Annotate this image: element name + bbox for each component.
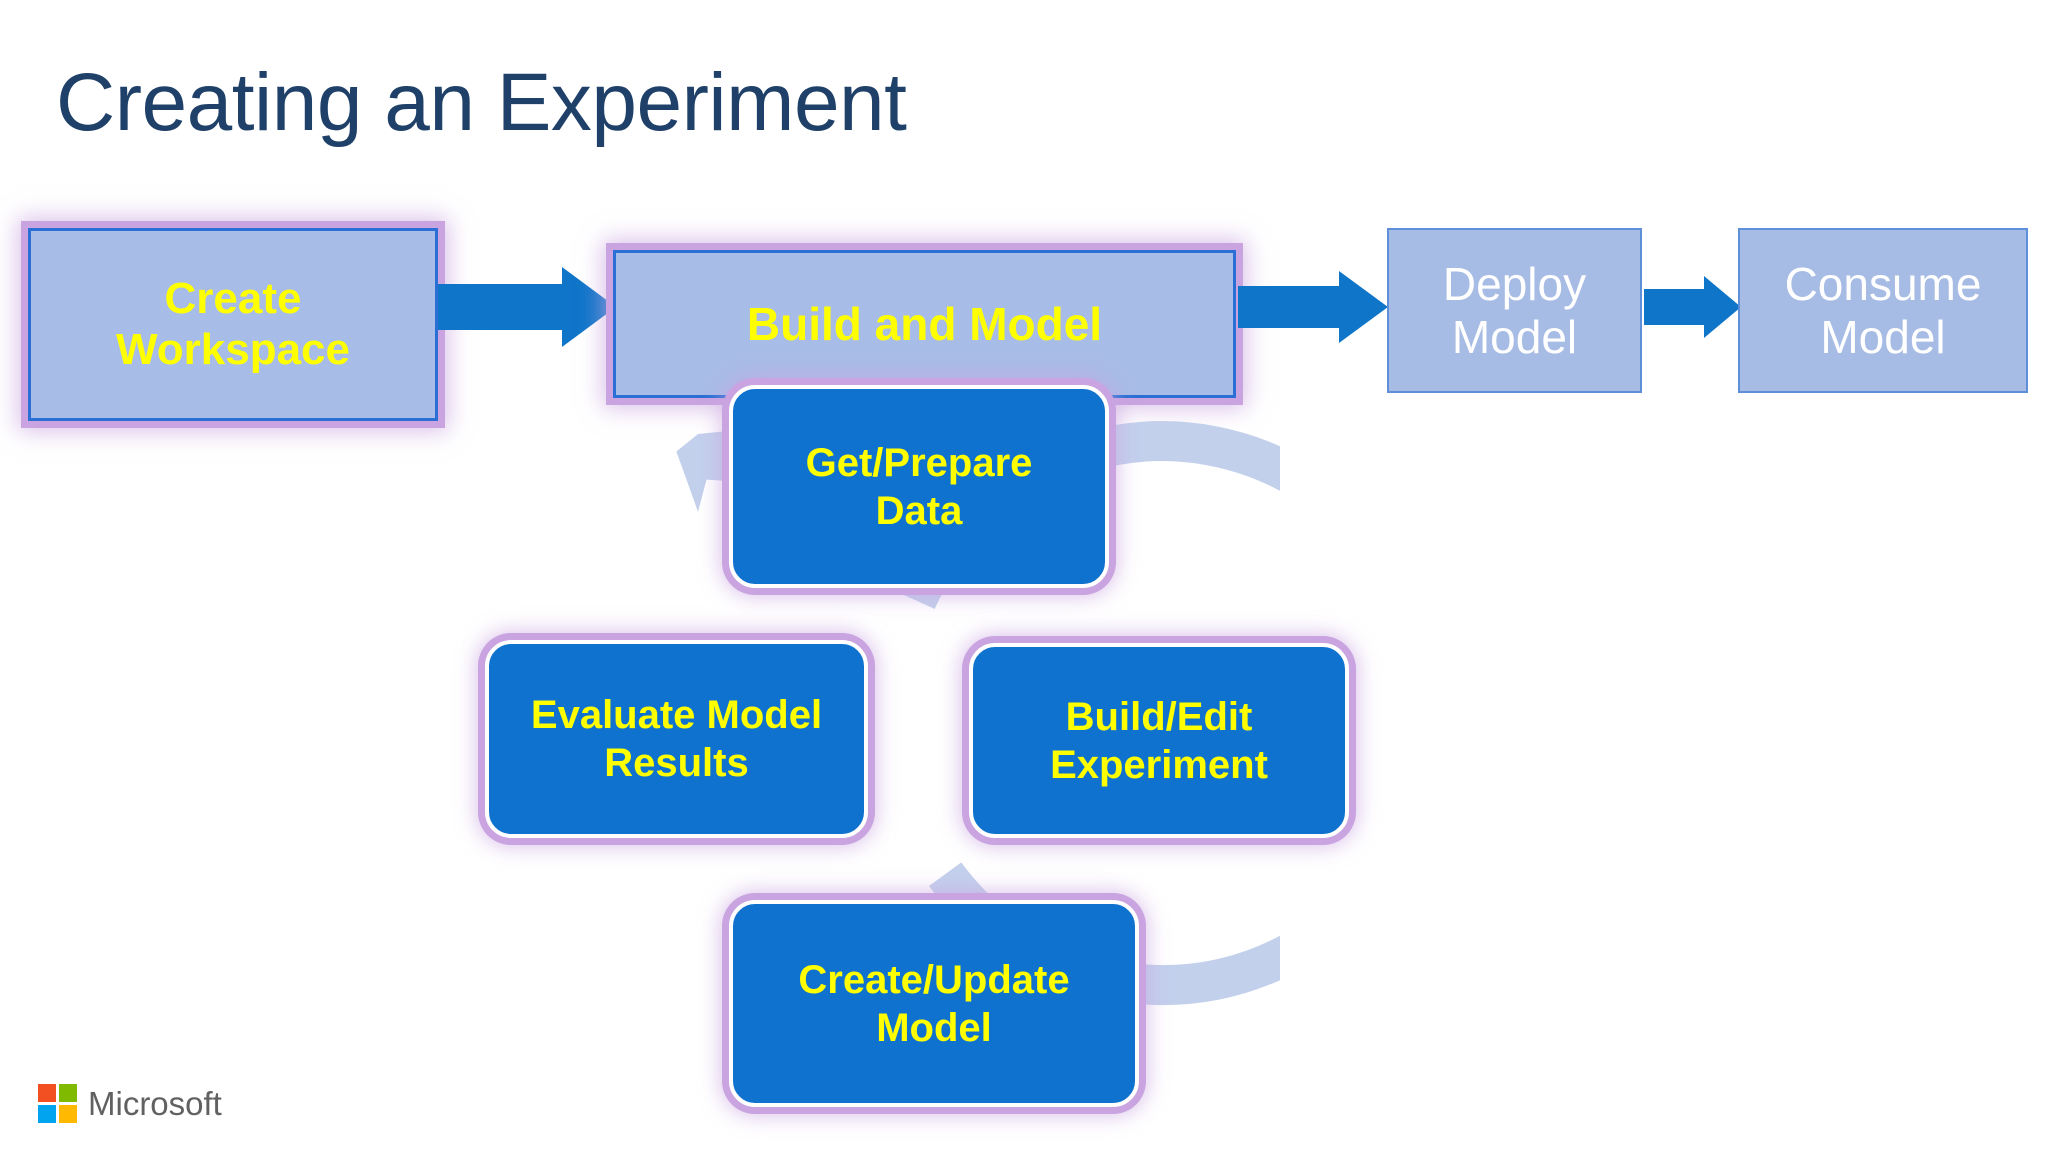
microsoft-logo-squares — [38, 1084, 77, 1123]
red-square — [38, 1084, 56, 1102]
flow-box-create-workspace-line1: Create — [164, 274, 302, 324]
microsoft-wordmark: Microsoft — [88, 1085, 222, 1122]
cycle-box-create-update-model-line2: Model — [876, 1005, 992, 1050]
flow-box-build-and-model-line1: Build and Model — [746, 297, 1103, 350]
arrow-head — [562, 267, 616, 347]
arrow-shaft — [1644, 289, 1707, 325]
flow-box-consume-model[interactable]: Consume Model — [1738, 228, 2028, 393]
arrow-shaft — [1238, 286, 1342, 328]
cycle-box-build-edit-experiment-line1: Build/Edit — [1065, 694, 1253, 739]
cycle-box-get-prepare-data-line1: Get/Prepare — [805, 440, 1033, 485]
microsoft-logo-icon: Microsoft — [38, 1084, 222, 1123]
cycle-box-build-edit-experiment[interactable]: Build/Edit Experiment — [969, 643, 1349, 838]
flow-box-create-workspace-line2: Workspace — [116, 324, 350, 374]
cycle-box-build-edit-experiment-line2: Experiment — [1050, 742, 1268, 787]
flow-box-deploy-model-line2: Model — [1451, 310, 1578, 363]
flow-box-create-workspace[interactable]: Create Workspace — [28, 228, 438, 421]
cycle-box-evaluate-model-results[interactable]: Evaluate Model Results — [485, 640, 868, 838]
flow-box-consume-model-line1: Consume — [1784, 258, 1982, 311]
flow-box-consume-model-line2: Model — [1820, 310, 1946, 363]
arrow-head — [1704, 276, 1741, 338]
blue-square — [38, 1105, 56, 1123]
cycle-box-evaluate-model-results-line1: Evaluate Model — [530, 693, 823, 737]
flow-box-deploy-model[interactable]: Deploy Model — [1387, 228, 1642, 393]
cycle-box-create-update-model-line1: Create/Update — [798, 957, 1070, 1002]
green-square — [59, 1084, 77, 1102]
flow-box-build-and-model[interactable]: Build and Model — [613, 250, 1236, 398]
flow-box-deploy-model-line1: Deploy — [1442, 258, 1587, 311]
arrow-shaft — [438, 284, 565, 330]
cycle-box-evaluate-model-results-line2: Results — [604, 741, 749, 785]
yellow-square — [59, 1105, 77, 1123]
cycle-box-create-update-model[interactable]: Create/Update Model — [729, 900, 1139, 1107]
cycle-box-get-prepare-data[interactable]: Get/Prepare Data — [729, 385, 1109, 588]
arrow-head — [1339, 271, 1388, 343]
page-title: Creating an Experiment — [56, 57, 907, 148]
cycle-box-get-prepare-data-line2: Data — [875, 488, 963, 533]
